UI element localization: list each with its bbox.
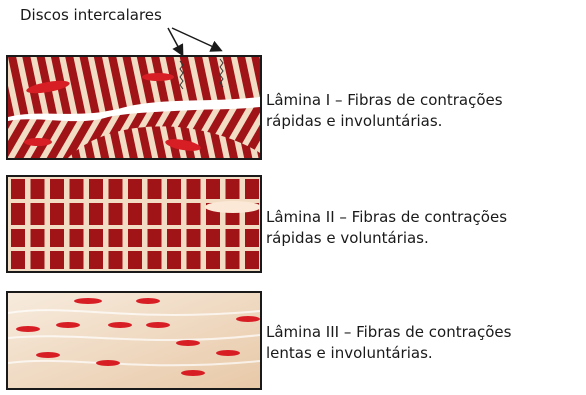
smooth-muscle-illustration bbox=[8, 293, 260, 388]
arrow-2 bbox=[171, 27, 223, 52]
caption-lamina-2: Lâmina II – Fibras de contrações rápidas… bbox=[266, 207, 586, 249]
caption-lamina-2-line2: rápidas e voluntárias. bbox=[266, 229, 429, 247]
panel-smooth bbox=[6, 291, 262, 390]
caption-lamina-3: Lâmina III – Fibras de contrações lentas… bbox=[266, 322, 586, 364]
panel-skeletal bbox=[6, 175, 262, 273]
caption-lamina-1-line2: rápidas e involuntárias. bbox=[266, 112, 443, 130]
cardiac-muscle-illustration bbox=[8, 57, 260, 158]
caption-lamina-1-line1: Lâmina I – Fibras de contrações bbox=[266, 91, 503, 109]
panel-cardiac bbox=[6, 55, 262, 160]
caption-lamina-3-line1: Lâmina III – Fibras de contrações bbox=[266, 323, 512, 341]
caption-lamina-1: Lâmina I – Fibras de contrações rápidas … bbox=[266, 90, 586, 132]
skeletal-muscle-illustration bbox=[8, 177, 260, 271]
caption-lamina-3-line2: lentas e involuntárias. bbox=[266, 344, 433, 362]
caption-lamina-2-line1: Lâmina II – Fibras de contrações bbox=[266, 208, 508, 226]
discs-label: Discos intercalares bbox=[20, 6, 162, 24]
arrow-1 bbox=[167, 27, 184, 57]
